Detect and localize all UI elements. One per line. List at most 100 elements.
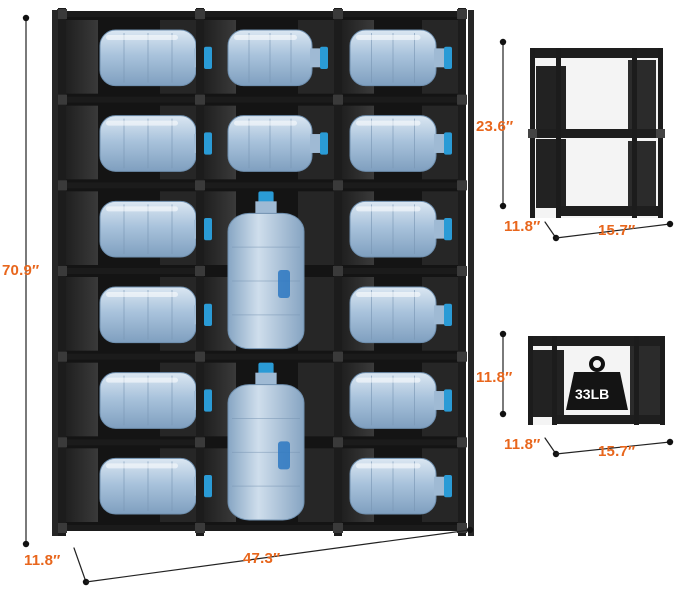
water-bottle [99,29,212,87]
bottle-cap [258,362,274,375]
frame-connector [457,266,467,276]
frame-connector [457,94,467,105]
frame-connector [457,351,467,362]
dimension-endpoint [666,220,674,228]
water-bottle [349,29,452,87]
mid-height-label: 23.6″ [476,118,514,135]
bottle-highlight [356,120,421,126]
water-bottle [349,457,452,515]
frame-connector [57,351,67,362]
frame-connector [457,9,467,19]
frame-pole-front [468,10,474,536]
frame-connector [57,180,67,191]
shelf [338,439,462,446]
water-bottle [349,115,452,172]
frame-connector [57,523,67,533]
dimension-endpoint [499,38,507,46]
bottle-cap [320,46,328,69]
dimension-endpoint [499,410,507,418]
side-panel [536,139,566,208]
bottle-cap [444,218,452,241]
bottle-highlight [106,377,178,383]
shelf-middle [530,129,662,138]
water-bottle [349,286,452,344]
shelf-top [528,336,664,346]
mid-depth-dimension-line [544,221,557,239]
bottle-cap [444,389,452,412]
bottle-neck [434,134,446,153]
bottle-highlight [356,206,421,212]
bottle-highlight [106,206,178,212]
bottle-label [278,441,290,470]
small-width-label: 15.7″ [598,443,636,460]
side-panel [64,105,98,180]
dimension-endpoint [499,330,507,338]
shelf-bottom [552,415,664,424]
weight-handle [589,356,605,372]
frame-connector [333,9,343,19]
bottle-highlight [106,120,178,126]
bottle-cap [204,46,212,69]
frame-pole-front [52,10,58,536]
dimension-lines [22,14,674,586]
single-tier-rack [528,336,665,425]
bottle-cap [320,132,328,155]
side-panel [64,20,98,94]
side-panel [532,350,564,417]
bottle-highlight [106,463,178,469]
frame-connector [195,351,205,362]
two-tier-rack [528,48,665,218]
bottle-highlight [106,35,178,40]
large-depth-label: 11.8″ [24,552,61,569]
mid-width-dimension-line [555,223,671,239]
bottle-neck [434,305,446,325]
shelf [58,96,466,103]
side-panel [64,448,98,522]
dimension-endpoint [499,202,507,210]
frame-connector [333,180,343,191]
frame-connector [57,9,67,19]
large-width-label: 47.3″ [243,550,281,567]
frame-connector [457,523,467,533]
frame-pole [552,336,557,425]
side-panel [64,277,98,351]
bottle-highlight [234,120,297,126]
frame-connector [57,437,67,448]
shelf [62,439,200,446]
shelf [58,11,466,17]
bottle-highlight [356,463,421,469]
bottle-cap [204,475,212,498]
frame-connector [333,523,343,533]
frame-connector [333,94,343,105]
frame-connector [333,351,343,362]
bottle-neck [310,134,322,153]
water-bottle-upright [227,191,305,350]
dimension-endpoint [22,14,30,22]
bottle-neck [255,372,277,387]
bottle-cap [258,191,274,204]
bottle-highlight [356,35,421,40]
bottle-highlight [234,35,297,40]
shelf [58,525,466,531]
small-depth-label: 11.8″ [504,436,541,453]
bottle-cap [204,132,212,155]
mid-depth-label: 11.8″ [504,218,541,235]
frame-pole [556,48,561,218]
dimension-endpoint [22,540,30,548]
frame-connector [57,266,67,276]
weight-icon [566,356,628,410]
bottle-cap [444,303,452,326]
large-rack [52,8,474,536]
bottle-neck [255,201,277,216]
small-width-dimension-line [555,441,671,455]
water-bottle [349,372,452,429]
shelf [58,353,466,360]
water-bottle [349,200,452,258]
bottle-neck [434,48,446,68]
side-panel [64,191,98,265]
bottle-cap [444,475,452,498]
dimension-endpoint [466,526,474,534]
frame-connector [57,94,67,105]
shelf-bottom [560,206,662,216]
frame-pole [660,336,665,425]
